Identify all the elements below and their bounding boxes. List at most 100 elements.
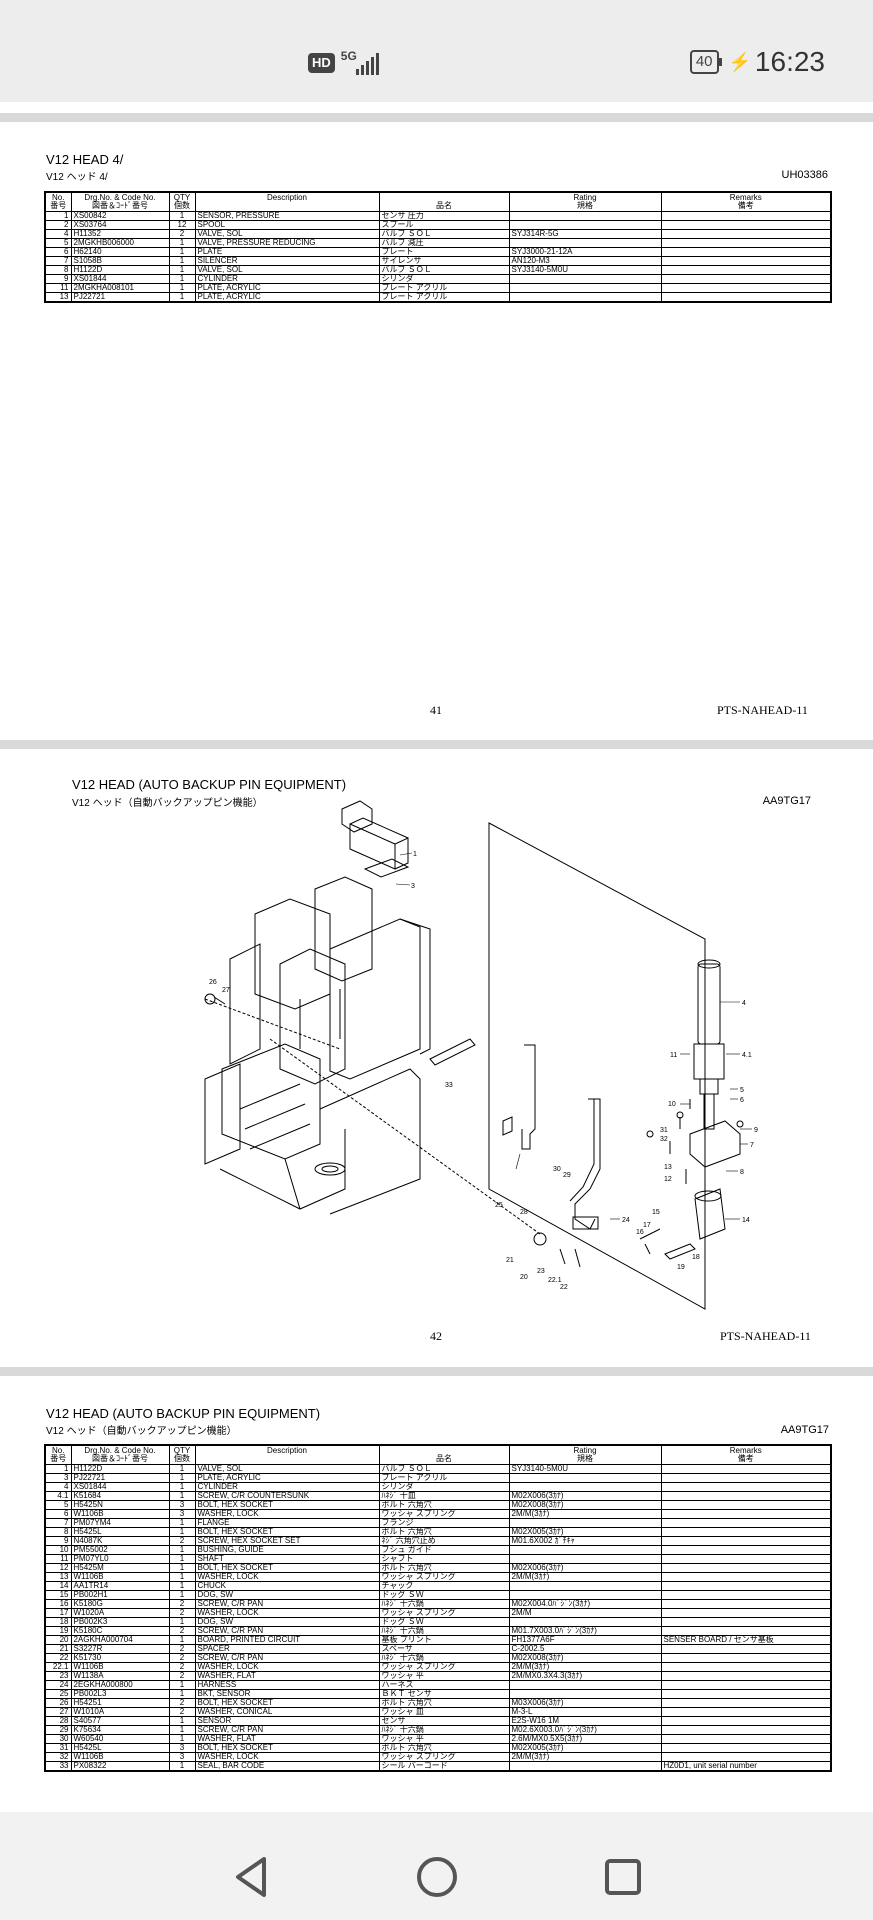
document-code: AA9TG17 — [762, 795, 811, 807]
cell-qty: 1 — [168, 1518, 196, 1528]
callout-label: 28 — [520, 1209, 528, 1216]
cell-qty: 1 — [168, 1590, 196, 1600]
cell-japanese-name: バルブ ＳＯＬ — [378, 1464, 510, 1474]
cell-remarks — [660, 1716, 832, 1726]
recents-icon[interactable] — [603, 1855, 643, 1899]
back-icon[interactable] — [232, 1855, 272, 1899]
cell-qty: 1 — [168, 274, 196, 284]
cell-code-no: PJ22721 — [70, 1473, 170, 1483]
cell-japanese-name: 基板 プリント — [378, 1635, 510, 1645]
cell-item-no: 18 — [44, 1617, 72, 1627]
cell-item-no: 16 — [44, 1599, 72, 1609]
cell-remarks — [660, 1743, 832, 1753]
cell-item-no: 7 — [44, 1518, 72, 1528]
callout-label: 10 — [668, 1101, 676, 1108]
cell-remarks — [660, 1662, 832, 1672]
cell-rating — [508, 220, 662, 230]
cell-description: BOLT, HEX SOCKET — [194, 1563, 380, 1573]
cell-code-no: PX08322 — [70, 1761, 170, 1772]
cell-item-no: 26 — [44, 1698, 72, 1708]
callout-label: 29 — [563, 1172, 571, 1179]
cell-code-no: H54251 — [70, 1698, 170, 1708]
cell-qty: 2 — [168, 1662, 196, 1672]
cell-japanese-name: シリンダ — [378, 1482, 510, 1492]
cell-item-no: 17 — [44, 1608, 72, 1618]
cell-code-no: H1122D — [70, 265, 170, 275]
cell-japanese-name: ボルト 六角穴 — [378, 1743, 510, 1753]
cell-japanese-name: ﾊﾈｼﾞ 十六鍋 — [378, 1599, 510, 1609]
cell-remarks — [660, 1554, 832, 1564]
cell-item-no: 11 — [44, 283, 72, 293]
cell-qty: 1 — [168, 1482, 196, 1492]
cell-code-no: W1010A — [70, 1707, 170, 1717]
cell-remarks — [660, 211, 832, 221]
cell-code-no: XS03764 — [70, 220, 170, 230]
cell-description: PLATE — [194, 247, 380, 257]
cell-rating: M03X006(3ｶﾅ) — [508, 1698, 662, 1708]
cell-description: CYLINDER — [194, 1482, 380, 1492]
cell-qty: 2 — [168, 1626, 196, 1636]
cell-qty: 2 — [168, 1644, 196, 1654]
cell-item-no: 10 — [44, 1545, 72, 1555]
home-icon[interactable] — [415, 1855, 459, 1899]
cell-item-no: 4 — [44, 229, 72, 239]
cell-code-no: S1058B — [70, 256, 170, 266]
cell-qty: 1 — [168, 1716, 196, 1726]
cell-remarks — [660, 1644, 832, 1654]
cell-rating: M02.6X003.0ﾊﾞｼﾞﾝ(3ｶﾅ) — [508, 1725, 662, 1735]
cell-description: BOLT, HEX SOCKET — [194, 1698, 380, 1708]
cell-item-no: 6 — [44, 247, 72, 257]
document-page-43: V12 HEAD (AUTO BACKUP PIN EQUIPMENT) V12… — [0, 1376, 873, 1812]
cell-description: VALVE, SOL — [194, 229, 380, 239]
cell-code-no: N4087K — [70, 1536, 170, 1546]
cell-description: SPACER — [194, 1644, 380, 1654]
cell-code-no: H5425M — [70, 1563, 170, 1573]
cell-remarks — [660, 1590, 832, 1600]
page-title: V12 HEAD (AUTO BACKUP PIN EQUIPMENT) — [72, 777, 347, 792]
cell-japanese-name: ワッシャ 皿 — [378, 1707, 510, 1717]
cell-japanese-name: ボルト 六角穴 — [378, 1563, 510, 1573]
cell-qty: 1 — [168, 1527, 196, 1537]
cell-description: BUSHING, GUIDE — [194, 1545, 380, 1555]
cell-japanese-name: ドッグ ＳＷ — [378, 1617, 510, 1627]
callout-label: 3 — [411, 883, 415, 890]
cell-japanese-name: ワッシャ スプリング — [378, 1608, 510, 1618]
cell-japanese-name: センサ — [378, 1716, 510, 1726]
callout-label: 27 — [222, 987, 230, 994]
cell-qty: 2 — [168, 1653, 196, 1663]
col-code: Drg.No. & Code No.図番＆ｺｰﾄﾞ番号 — [70, 192, 170, 212]
callout-label: 1 — [413, 851, 417, 858]
cell-japanese-name: ブシュ ガイド — [378, 1545, 510, 1555]
cell-code-no: PJ22721 — [70, 292, 170, 303]
cell-description: SPOOL — [194, 220, 380, 230]
cell-japanese-name: バルブ 減圧 — [378, 238, 510, 248]
cell-rating: AN120-M3 — [508, 256, 662, 266]
cell-rating — [508, 1545, 662, 1555]
cell-japanese-name: シール バーコード — [378, 1761, 510, 1772]
cell-japanese-name: シリンダ — [378, 274, 510, 284]
cell-description: HARNESS — [194, 1680, 380, 1690]
page-title: V12 HEAD 4/ — [46, 152, 124, 167]
cell-remarks — [660, 1491, 832, 1501]
cell-rating: FH1377A6F — [508, 1635, 662, 1645]
cell-qty: 1 — [168, 1581, 196, 1591]
cell-remarks — [660, 229, 832, 239]
cell-description: WASHER, FLAT — [194, 1671, 380, 1681]
cell-japanese-name: ﾊﾈｼﾞ 十六鍋 — [378, 1626, 510, 1636]
cell-japanese-name: ボルト 六角穴 — [378, 1698, 510, 1708]
cell-rating: M-3-L — [508, 1707, 662, 1717]
cell-item-no: 7 — [44, 256, 72, 266]
cell-japanese-name: ワッシャ スプリング — [378, 1572, 510, 1582]
cell-remarks — [660, 1626, 832, 1636]
cell-code-no: S40577 — [70, 1716, 170, 1726]
cell-qty: 1 — [168, 1572, 196, 1582]
